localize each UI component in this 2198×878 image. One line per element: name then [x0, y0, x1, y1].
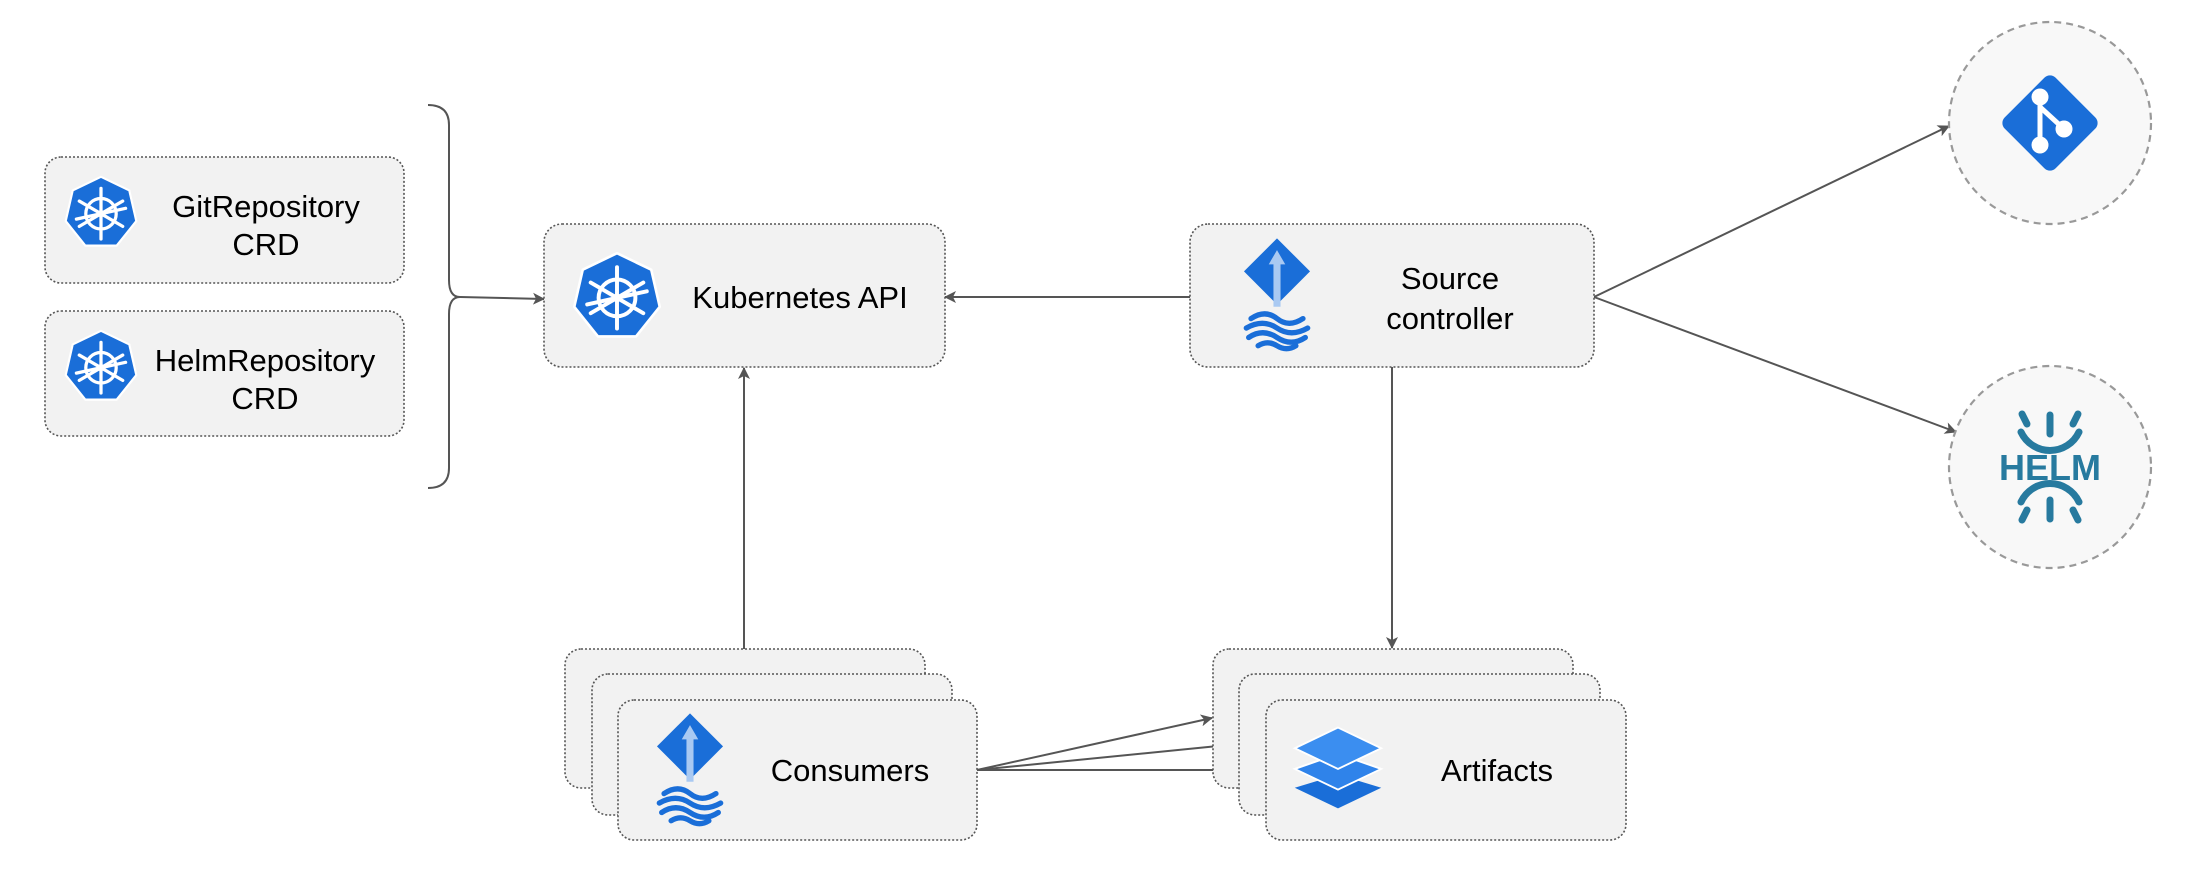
edge-consumers-to-artifact-2: [976, 739, 1239, 771]
git-icon: [2002, 75, 2098, 171]
node-helmrepository-crd[interactable]: HelmRepository CRD: [44, 310, 405, 437]
brace: [427, 104, 461, 489]
node-label-line1: GitRepository: [172, 189, 360, 224]
node-helm[interactable]: HELM: [1947, 364, 2153, 570]
node-git[interactable]: [1947, 20, 2153, 226]
node-label-line1: Source: [1401, 261, 1499, 296]
node-label-line2: controller: [1386, 301, 1514, 336]
node-label-line1: HelmRepository: [155, 343, 376, 378]
node-gitrepository-crd[interactable]: GitRepository CRD: [44, 156, 405, 284]
edge-source-to-helm: [1593, 296, 1957, 434]
helm-logo-text: HELM: [1999, 447, 2101, 488]
node-artifacts[interactable]: Artifacts: [1212, 648, 1627, 841]
node-label-line2: CRD: [231, 381, 298, 416]
helm-icon: [2017, 410, 2083, 524]
node-source-controller[interactable]: Source controller: [1189, 223, 1595, 368]
node-consumers[interactable]: Consumers: [564, 648, 978, 841]
node-kubernetes-api[interactable]: Kubernetes API: [543, 223, 946, 368]
node-label: Artifacts: [1441, 753, 1553, 788]
node-label-line2: CRD: [232, 227, 299, 262]
edge-crds-to-api: [459, 292, 545, 305]
edge-source-to-git: [1593, 125, 1950, 298]
node-label: Consumers: [771, 753, 930, 788]
edge-consumers-to-artifact-1: [976, 714, 1213, 771]
node-label: Kubernetes API: [692, 280, 907, 315]
